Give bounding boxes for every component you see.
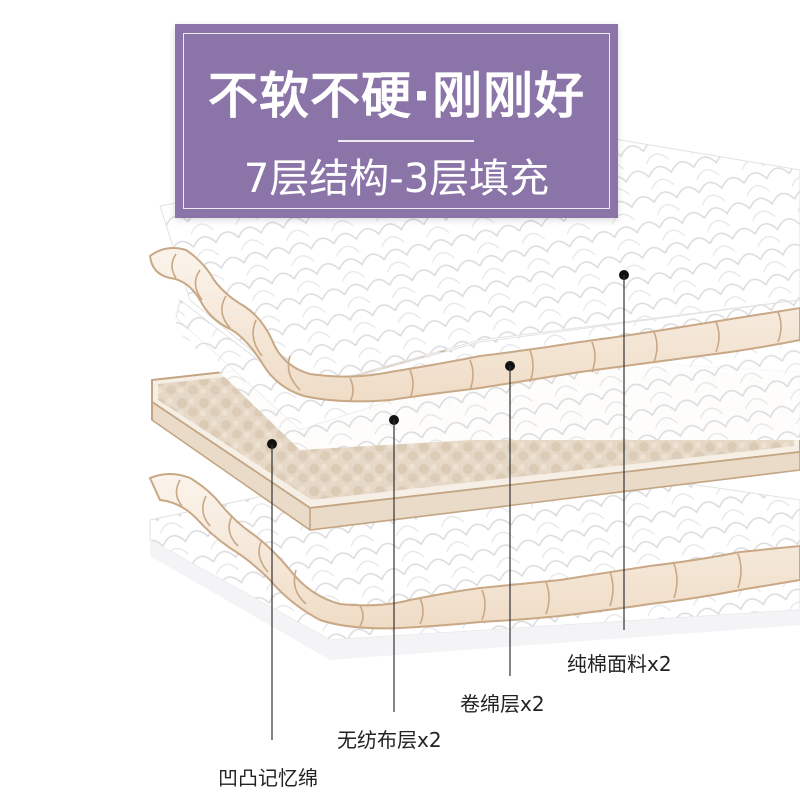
label-cotton-fabric: 纯棉面料x2 [567, 652, 672, 676]
callout-nonwoven [389, 415, 399, 712]
label-batting-layer: 卷绵层x2 [460, 692, 545, 716]
subheadline: 7层结构-3层填充 [243, 156, 550, 202]
top-batting-layer [148, 247, 800, 403]
headline: 不软不硬·刚刚好 [208, 67, 585, 125]
title-banner: 不软不硬·刚刚好 7层结构-3层填充 [175, 24, 618, 218]
bottom-batting-layer [148, 473, 800, 630]
label-memory-foam: 凹凸记忆绵 [218, 766, 318, 790]
callout-foam [267, 439, 277, 740]
callout-cotton [619, 270, 629, 630]
label-nonwoven-layer: 无纺布层x2 [337, 728, 442, 752]
banner-frame: 不软不硬·刚刚好 7层结构-3层填充 [183, 33, 610, 209]
banner-divider [338, 140, 474, 142]
callout-batting [505, 361, 515, 676]
